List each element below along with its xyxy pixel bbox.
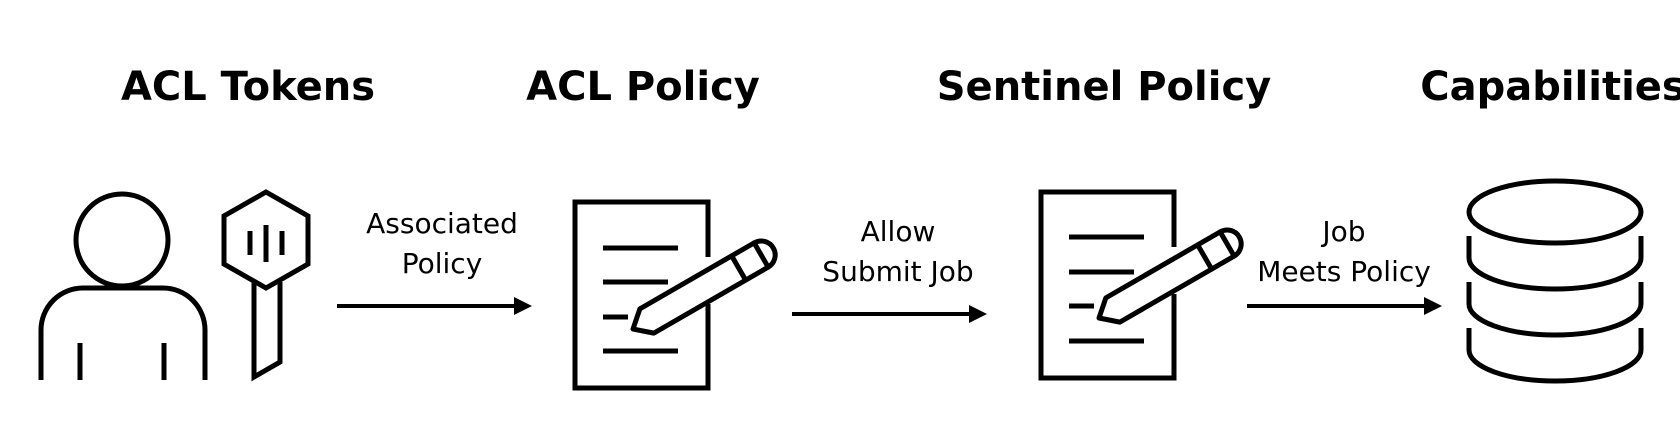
edge-label-job: Job bbox=[1320, 215, 1365, 248]
policy-document-icon bbox=[1038, 189, 1244, 381]
policy-document-icon bbox=[572, 199, 778, 391]
heading-sentinel-policy: Sentinel Policy bbox=[937, 64, 1272, 110]
user-icon bbox=[38, 191, 208, 380]
heading-acl-policy: ACL Policy bbox=[526, 64, 760, 110]
token-key-icon bbox=[221, 189, 311, 382]
edge-label-meets-policy: Meets Policy bbox=[1257, 255, 1431, 288]
arrow-allow-submit-job bbox=[792, 305, 987, 323]
edge-label-policy: Policy bbox=[402, 247, 483, 280]
database-icon bbox=[1466, 178, 1644, 384]
heading-acl-tokens: ACL Tokens bbox=[121, 64, 375, 110]
arrow-associated-policy bbox=[337, 297, 532, 315]
heading-capabilities: Capabilities bbox=[1420, 64, 1680, 110]
arrow-job-meets-policy bbox=[1247, 297, 1442, 315]
edge-label-allow: Allow bbox=[861, 215, 936, 248]
edge-label-submit-job: Submit Job bbox=[822, 255, 973, 288]
edge-label-associated: Associated bbox=[366, 207, 518, 240]
